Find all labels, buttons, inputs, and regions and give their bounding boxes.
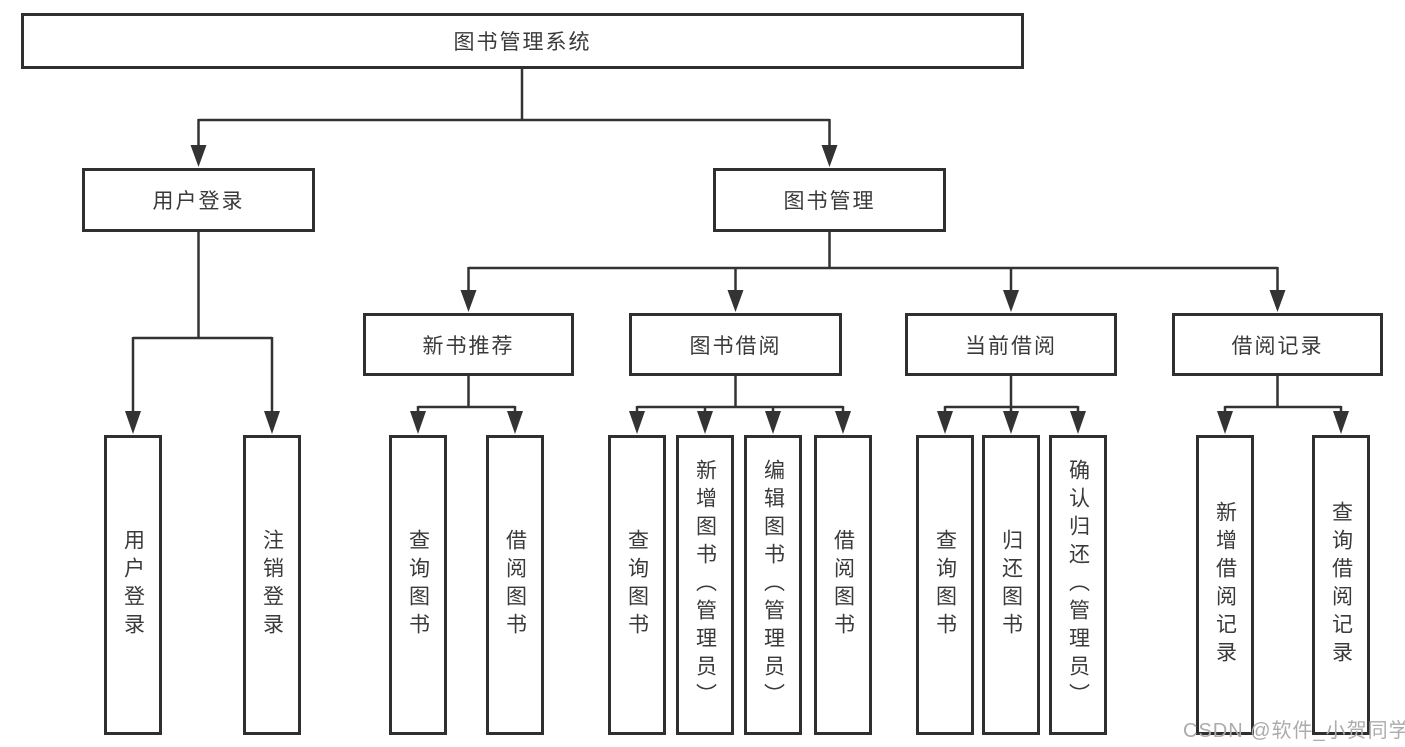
node-book-management-label: 图书管理 xyxy=(783,190,876,213)
node-user-login: 用户登录 xyxy=(82,168,315,232)
leaf-cb-return-books: 归还图书 xyxy=(982,435,1040,735)
connector-current-borrow-to-leaves xyxy=(937,376,1086,434)
node-root: 图书管理系统 xyxy=(21,13,1024,69)
leaf-bb-borrow-books-label: 借阅图书 xyxy=(831,529,855,641)
node-root-label: 图书管理系统 xyxy=(453,31,592,54)
leaf-br-add-record-label: 新增借阅记录 xyxy=(1213,501,1237,669)
leaf-cb-confirm-return-admin: 确认归还（管理员） xyxy=(1049,435,1107,735)
node-current-borrow: 当前借阅 xyxy=(905,313,1117,376)
leaf-bb-query-books-label: 查询图书 xyxy=(625,529,649,641)
leaf-cb-query-books-label: 查询图书 xyxy=(933,529,957,641)
leaf-cb-confirm-return-admin-label: 确认归还（管理员） xyxy=(1066,459,1090,711)
leaf-bb-borrow-books: 借阅图书 xyxy=(814,435,872,735)
node-book-borrow-label: 图书借阅 xyxy=(689,334,782,358)
node-new-book-recommend-label: 新书推荐 xyxy=(422,334,515,358)
leaf-logout: 注销登录 xyxy=(243,435,301,735)
leaf-logout-label: 注销登录 xyxy=(260,529,284,641)
leaf-user-login: 用户登录 xyxy=(104,435,162,735)
leaf-nb-borrow-books: 借阅图书 xyxy=(486,435,544,735)
leaf-nb-query-books: 查询图书 xyxy=(389,435,447,735)
leaf-nb-borrow-books-label: 借阅图书 xyxy=(503,529,527,641)
leaf-cb-query-books: 查询图书 xyxy=(916,435,974,735)
connector-user-login-to-leaves xyxy=(125,232,280,434)
node-borrow-records: 借阅记录 xyxy=(1172,313,1383,376)
connector-borrow-records-to-leaves xyxy=(1217,376,1349,434)
leaf-bb-add-books-admin: 新增图书（管理员） xyxy=(676,435,734,735)
leaf-cb-return-books-label: 归还图书 xyxy=(999,529,1023,641)
leaf-br-add-record: 新增借阅记录 xyxy=(1196,435,1254,735)
node-user-login-label: 用户登录 xyxy=(152,190,245,213)
leaf-bb-query-books: 查询图书 xyxy=(608,435,666,735)
leaf-br-query-record: 查询借阅记录 xyxy=(1312,435,1370,735)
connector-book-borrow-to-leaves xyxy=(629,376,851,434)
leaf-bb-add-books-admin-label: 新增图书（管理员） xyxy=(693,459,717,711)
connector-root-to-level2 xyxy=(190,69,838,167)
connector-new-books-to-leaves xyxy=(410,376,523,434)
leaf-user-login-label: 用户登录 xyxy=(121,529,145,641)
node-borrow-records-label: 借阅记录 xyxy=(1231,334,1324,358)
node-book-borrow: 图书借阅 xyxy=(629,313,842,376)
leaf-br-query-record-label: 查询借阅记录 xyxy=(1329,501,1353,669)
node-book-management: 图书管理 xyxy=(713,168,946,232)
leaf-bb-edit-books-admin-label: 编辑图书（管理员） xyxy=(761,459,785,711)
connector-book-mgmt-to-level3 xyxy=(460,232,1286,312)
csdn-watermark: CSDN @软件_小贺同学 xyxy=(1183,720,1405,742)
leaf-bb-edit-books-admin: 编辑图书（管理员） xyxy=(744,435,802,735)
node-current-borrow-label: 当前借阅 xyxy=(965,334,1057,358)
leaf-nb-query-books-label: 查询图书 xyxy=(406,529,430,641)
node-new-book-recommend: 新书推荐 xyxy=(363,313,574,376)
